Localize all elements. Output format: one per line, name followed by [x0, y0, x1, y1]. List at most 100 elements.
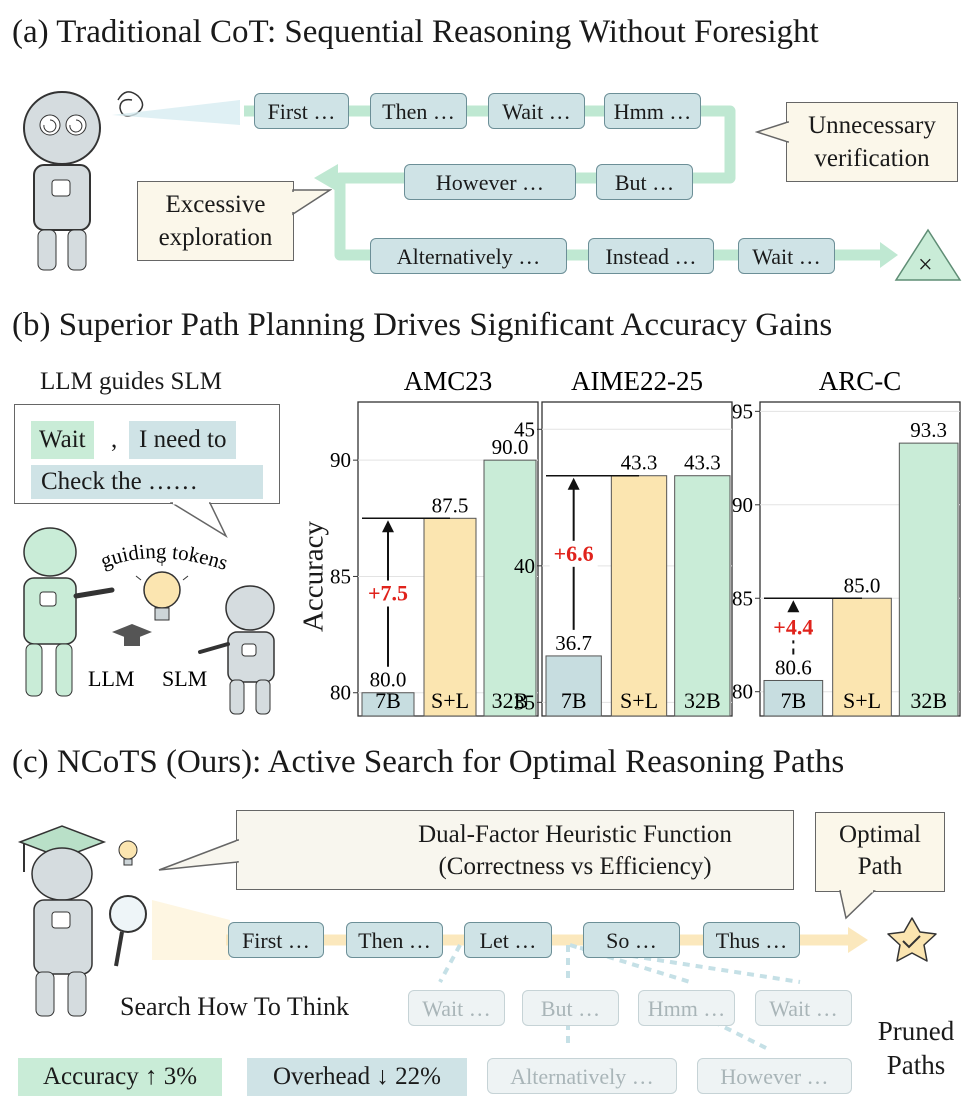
overhead-reduction-badge: Overhead ↓ 22% [247, 1058, 467, 1096]
chart-0-value-label-0: 80.0 [370, 668, 407, 692]
chart-0-bar-7B [361, 692, 415, 717]
chart-1-value-label-2: 43.3 [684, 451, 721, 475]
pruned-token-wait-2: Wait … [755, 990, 852, 1026]
chart-0-category-label-1: S+L [431, 688, 469, 713]
heuristic-callout-tail [158, 838, 240, 871]
panel-b-title: (b) Superior Path Planning Drives Signif… [12, 307, 833, 343]
pruned-line2: Paths [886, 1050, 946, 1080]
chart-2-tick-label-3: 95 [732, 399, 753, 423]
magnifier-icon [109, 895, 147, 967]
chart-2-tick-label-2: 90 [732, 493, 753, 517]
chart-1-value-label-1: 43.3 [621, 451, 658, 475]
pruned-line1: Pruned [877, 1016, 955, 1046]
chart-1-gain-label-bg [549, 540, 598, 567]
callout-right-line2: verification [814, 145, 930, 172]
chart-0-value-label-1: 87.5 [432, 493, 469, 517]
pruned-token-wait: Wait … [408, 990, 505, 1026]
chart-0-tick-label-1: 85 [330, 564, 351, 588]
llm-robot-icon [23, 527, 115, 697]
heuristic-line1: Dual-Factor Heuristic Function [418, 821, 732, 848]
chart-0-tick-label-0: 80 [330, 681, 351, 705]
callout-left-line2: exploration [158, 224, 273, 251]
token-however: However … [404, 164, 576, 200]
panel-c-title: (c) NCoTS (Ours): Active Search for Opti… [12, 744, 845, 780]
confused-robot-icon [23, 91, 144, 271]
chart-2-value-label-0: 80.6 [775, 655, 812, 679]
chart-0-bar-32B [483, 459, 537, 717]
chart-0-gain-label: +7.5 [368, 581, 408, 606]
search-how-to-think-label: Search How To Think [120, 992, 350, 1021]
llm-label: LLM [88, 666, 134, 691]
callout-left-tail [292, 189, 332, 216]
chart-1-gain-label: +6.6 [554, 541, 594, 566]
chart-2-bar-7B [763, 679, 824, 717]
optimal-line2: Path [857, 853, 903, 880]
optimal-line1: Optimal [839, 821, 921, 848]
bubble-token-check-the: Check the …… [31, 465, 263, 499]
path-token-thus: Thus … [703, 922, 800, 958]
token-first: First … [254, 93, 349, 129]
chart-2-tick-label-1: 85 [732, 586, 753, 610]
chart-0-category-label-2: 32B [492, 688, 529, 713]
chart-2-bar-32B [898, 442, 959, 717]
panel-a-title: (a) Traditional CoT: Sequential Reasonin… [12, 14, 819, 50]
guidance-speech-bubble: Wait , I need to Check the …… [14, 404, 280, 504]
callout-left-line1: Excessive [165, 191, 266, 218]
heuristic-line2: (Correctness vs Efficiency) [438, 853, 712, 880]
chart-2-value-label-1: 85.0 [844, 573, 881, 597]
path-token-first: First … [228, 922, 324, 958]
chart-1-tick-label-2: 45 [514, 417, 535, 441]
token-but: But … [596, 164, 693, 200]
heuristic-function-callout: Dual-Factor Heuristic Function (Correctn… [236, 810, 794, 890]
small-lightbulb-icon [118, 840, 138, 866]
token-wait-2: Wait … [738, 238, 835, 274]
slm-robot-icon [198, 585, 275, 715]
scholar-robot-icon [17, 825, 107, 1017]
chart-0-value-label-2: 90.0 [492, 435, 529, 459]
chart-2-category-label-0: 7B [780, 688, 806, 713]
path-token-then: Then … [346, 922, 443, 958]
chart-0-gain-label-bg [364, 580, 412, 607]
fail-triangle-icon [894, 228, 962, 281]
chart-2-category-label-2: 32B [910, 688, 947, 713]
pruned-token-but: But … [522, 990, 619, 1026]
bubble-token-wait: Wait [31, 421, 94, 459]
chart-2-gain-label-bg [769, 614, 818, 641]
chart-2-category-label-1: S+L [843, 688, 881, 713]
accuracy-gain-badge: Accuracy ↑ 3% [18, 1058, 222, 1096]
llm-guides-slm-label: LLM guides SLM [40, 368, 222, 395]
chart-0-gain-arrow-head [382, 520, 394, 533]
chart-1-value-label-0: 36.7 [555, 631, 592, 655]
bubble-token-i-need-to: I need to [129, 421, 237, 459]
chart-0-category-label-0: 7B [375, 688, 401, 713]
bubble-comma: , [111, 426, 118, 453]
token-instead: Instead … [588, 238, 714, 274]
chart-0-tick-label-2: 90 [330, 448, 351, 472]
chart-1-bar-S+L [610, 475, 668, 717]
pruned-paths-label: Pruned Paths [866, 1014, 966, 1082]
chart-2-title: ARC-C [819, 366, 902, 396]
callout-unnecessary-verification: Unnecessary verification [786, 102, 958, 182]
accuracy-bar-charts: AMC2380859080.07B87.5S+L90.032B+7.5AIME2… [330, 366, 961, 717]
chart-2-value-label-2: 93.3 [910, 418, 947, 442]
slm-label: SLM [162, 666, 207, 691]
callout-right-line1: Unnecessary [808, 112, 936, 139]
chart-1-tick-label-0: 35 [514, 690, 535, 714]
token-hmm: Hmm … [604, 93, 701, 129]
chart-1-bar-32B [674, 475, 731, 717]
token-then: Then … [370, 93, 467, 129]
path-token-so: So … [583, 922, 680, 958]
llm-slm-illustration: guiding tokens LLM SLM [23, 527, 275, 715]
chart-2-bar-S+L [832, 597, 892, 717]
chart-0-bar-S+L [423, 517, 477, 717]
bubble-tail [170, 502, 228, 538]
pruned-token-hmm: Hmm … [638, 990, 735, 1026]
chart-2-gain-label: +4.4 [773, 614, 813, 639]
callout-excessive-exploration: Excessive exploration [137, 181, 294, 261]
fail-x-mark: × [918, 250, 933, 279]
graduation-cap-icon [112, 624, 152, 646]
optimal-callout-tail [839, 890, 876, 920]
chart-2-tick-label-0: 80 [732, 680, 753, 704]
optimal-star-icon [887, 917, 937, 962]
chart-1-gain-arrow-head [567, 477, 580, 490]
